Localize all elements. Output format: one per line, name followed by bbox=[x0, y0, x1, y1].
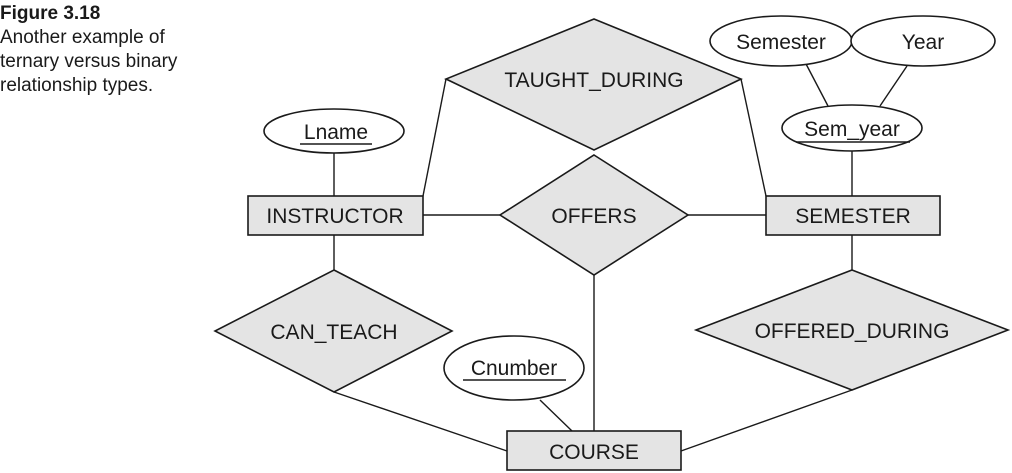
line-offered-during-course bbox=[680, 389, 853, 452]
connector-lines bbox=[333, 61, 908, 452]
svg-text:CAN_TEACH: CAN_TEACH bbox=[270, 321, 397, 344]
attribute-cnumber: Cnumber bbox=[443, 335, 585, 401]
relationship-taught-during: TAUGHT_DURING bbox=[444, 18, 743, 151]
attribute-sem-year: Sem_year bbox=[781, 104, 923, 152]
svg-text:COURSE: COURSE bbox=[549, 441, 639, 464]
attribute-semester: Semester bbox=[709, 15, 853, 67]
figure-description: Another example of ternary versus binary… bbox=[0, 27, 178, 96]
svg-text:SEMESTER: SEMESTER bbox=[795, 205, 911, 228]
attribute-year: Year bbox=[850, 15, 996, 67]
figure-title: Figure 3.18 bbox=[0, 3, 101, 24]
svg-text:INSTRUCTOR: INSTRUCTOR bbox=[266, 205, 403, 228]
relationship-can-teach: CAN_TEACH bbox=[213, 269, 454, 393]
line-taught-during-instructor bbox=[422, 78, 447, 197]
svg-text:Cnumber: Cnumber bbox=[471, 357, 557, 380]
line-cnumber-course bbox=[539, 399, 573, 432]
entity-instructor: INSTRUCTOR bbox=[247, 195, 424, 236]
relationship-offers: OFFERS bbox=[498, 154, 690, 276]
svg-text:Sem_year: Sem_year bbox=[804, 118, 900, 141]
svg-text:Year: Year bbox=[902, 31, 944, 54]
entity-course: COURSE bbox=[506, 430, 682, 471]
svg-text:Semester: Semester bbox=[736, 31, 826, 54]
entity-semester: SEMESTER bbox=[765, 195, 941, 236]
line-semester-semyear bbox=[804, 61, 829, 107]
line-taught-during-semester bbox=[740, 78, 767, 197]
svg-text:TAUGHT_DURING: TAUGHT_DURING bbox=[504, 69, 683, 92]
svg-text:Lname: Lname bbox=[304, 121, 368, 144]
svg-text:OFFERS: OFFERS bbox=[551, 205, 636, 228]
relationship-offered-during: OFFERED_DURING bbox=[693, 269, 1011, 391]
figure-caption: Figure 3.18 Another example of ternary v… bbox=[0, 0, 230, 98]
svg-text:OFFERED_DURING: OFFERED_DURING bbox=[755, 320, 950, 343]
line-can-teach-course bbox=[333, 391, 508, 452]
attribute-lname: Lname bbox=[263, 108, 405, 154]
line-year-semyear bbox=[879, 65, 908, 107]
